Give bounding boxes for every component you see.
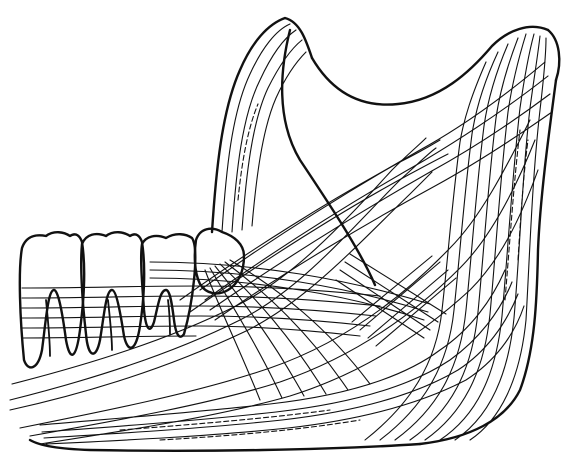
basal-fibers — [40, 270, 524, 444]
sigmoid-notch-outline — [312, 27, 548, 105]
basal-fiber — [160, 420, 360, 440]
long-fibers — [10, 120, 538, 444]
tooth-root-line — [168, 300, 170, 334]
coronoid-fibers — [222, 24, 306, 232]
oblique-fiber — [200, 62, 545, 290]
alveolar-fiber — [22, 336, 196, 338]
hatch-line — [345, 262, 438, 322]
radiating-fiber — [205, 270, 260, 400]
ramus-fiber — [365, 62, 486, 440]
ramus-fiber — [380, 52, 498, 440]
hatch-line — [336, 280, 424, 338]
condyle-outline — [548, 30, 559, 80]
ramus-fibers — [365, 34, 546, 440]
tooth-third-molar — [141, 234, 195, 336]
coronoid-fiber — [252, 52, 306, 226]
alveolar-fiber — [22, 306, 376, 316]
tooth-first-molar — [20, 232, 84, 367]
coronoid-process-outline — [212, 18, 312, 232]
hatch-line — [352, 256, 432, 322]
tooth-second-molar — [81, 232, 144, 353]
coronoid-fiber — [238, 104, 258, 200]
alveolar-fiber — [22, 326, 360, 336]
coronoid-fiber — [222, 24, 290, 232]
